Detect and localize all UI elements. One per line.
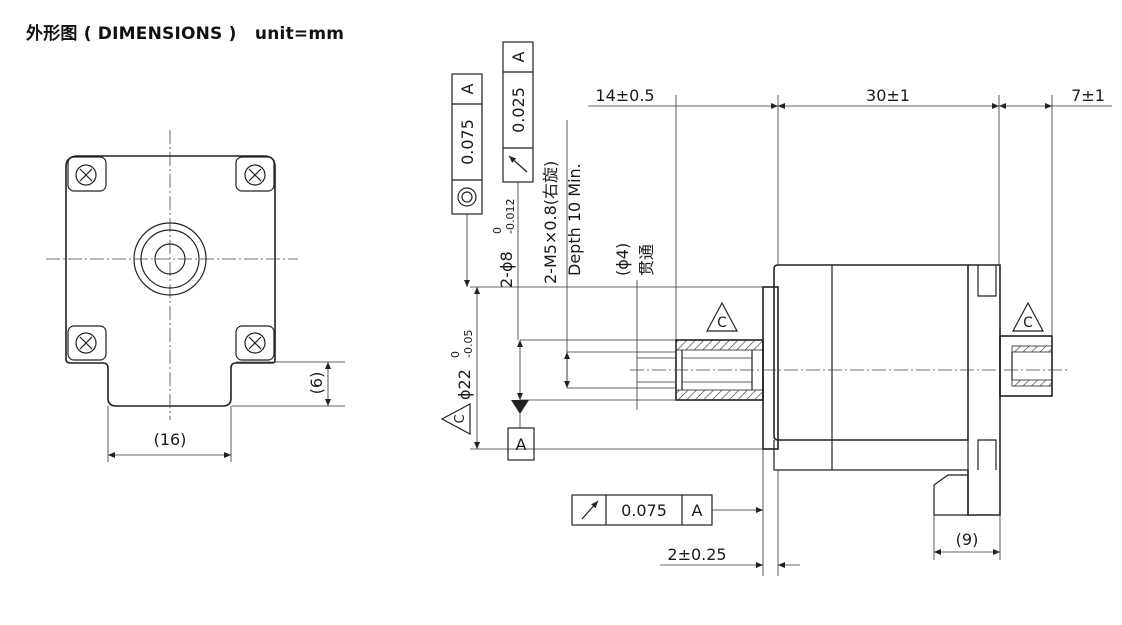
screw-top-right (235, 156, 275, 192)
svg-text:-0.05: -0.05 (462, 330, 475, 358)
svg-text:0: 0 (491, 227, 504, 234)
front-view-outline (65, 155, 276, 407)
front-shaft-hatch-bottom (675, 389, 764, 401)
runout-frame-top: 0.025 A (502, 41, 534, 183)
rear-shaft-hatch-top (1011, 345, 1053, 353)
dim-6: (6) (232, 361, 345, 407)
drawing-title: 外形图 ( DIMENSIONS ) unit=mm (26, 24, 345, 44)
svg-text:14±0.5: 14±0.5 (595, 86, 654, 105)
rear-shaft-hatch-bottom (1011, 379, 1053, 387)
front-shaft-hatch-top (675, 339, 764, 351)
screw-top-left (67, 156, 107, 192)
svg-text:C: C (453, 414, 468, 423)
rear-cap (967, 264, 1001, 516)
svg-text:ϕ22: ϕ22 (455, 369, 474, 400)
hub-outer-circle (133, 222, 207, 296)
concentricity-datum: A (458, 83, 477, 94)
rear-shaft (999, 335, 1053, 397)
dim-30: 30±1 (777, 86, 1000, 265)
dim-dia22: ϕ22 0 -0.05 C (440, 286, 763, 450)
svg-text:-0.012: -0.012 (504, 199, 517, 234)
dim-9: (9) (933, 515, 1001, 560)
svg-text:C: C (717, 315, 727, 331)
depth-label: Depth 10 Min. (565, 163, 584, 276)
housing-lower (773, 440, 969, 471)
svg-text:2-ϕ8: 2-ϕ8 (497, 251, 516, 288)
hole-callouts: A 2-ϕ8 0 -0.012 2-M5×0.8(右旋) Depth 10 Mi… (491, 120, 676, 461)
svg-text:C: C (1023, 315, 1033, 331)
motor-body (773, 264, 969, 441)
runout-datum-top: A (509, 51, 528, 62)
screw-bottom-right (235, 325, 275, 361)
svg-text:0: 0 (449, 351, 462, 358)
dim-16: (16) (107, 406, 232, 462)
svg-text:(9): (9) (956, 530, 979, 549)
svg-text:7±1: 7±1 (1071, 86, 1105, 105)
runout-tolerance-bottom: 0.075 (621, 501, 667, 520)
rear-cap-tab-top (977, 265, 997, 297)
connector-block (933, 474, 969, 516)
dim-16-label: (16) (154, 430, 187, 449)
thread-label: 2-M5×0.8(右旋) (541, 161, 560, 284)
front-flange (762, 286, 779, 450)
svg-text:30±1: 30±1 (866, 86, 910, 105)
datum-c-left: C (440, 402, 471, 436)
dim-7: 7±1 (999, 86, 1112, 336)
datum-a-label: A (516, 435, 527, 454)
datum-a-triangle (511, 400, 529, 414)
concentricity-tolerance: 0.075 (458, 119, 477, 165)
hub-middle-circle (140, 229, 200, 289)
through-label: 贯通 (637, 244, 656, 276)
runout-frame-bottom: 0.075 A (571, 494, 713, 526)
datum-c-rear: C (1011, 301, 1045, 332)
screw-bottom-left (67, 325, 107, 361)
concentricity-frame: 0.075 A (451, 73, 483, 215)
datum-a-box (507, 427, 535, 461)
shaft-hole-circle (154, 243, 186, 275)
through-dia-label: (ϕ4) (613, 243, 632, 276)
runout-tolerance-top: 0.025 (509, 87, 528, 133)
front-view: (6) (16) (46, 130, 345, 462)
runout-datum-bottom: A (692, 501, 703, 520)
datum-c-front: C (705, 301, 739, 332)
dim-6-label: (6) (307, 372, 326, 395)
side-view: C C 14±0.5 30±1 7±1 (440, 41, 1112, 576)
svg-text:2±0.25: 2±0.25 (667, 545, 726, 564)
dim-2: 2±0.25 (660, 449, 800, 576)
dim-14: 14±0.5 (588, 86, 778, 340)
rear-cap-tab-bottom (977, 439, 997, 470)
